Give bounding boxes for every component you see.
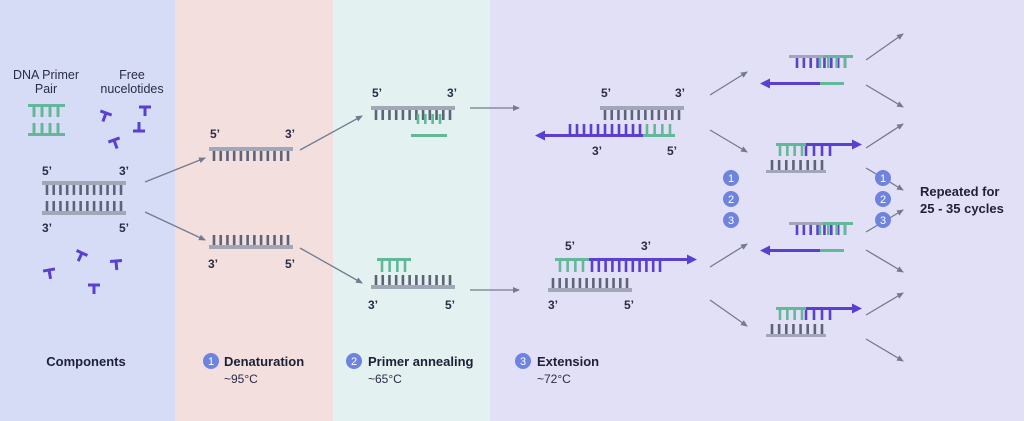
end-5-label: 5’ (565, 239, 575, 253)
repeat-step-2-icon (875, 191, 891, 207)
end-3-label: 3’ (119, 164, 129, 178)
end-5-label: 5’ (285, 257, 295, 271)
flow-arrow-icon (865, 249, 904, 273)
product-strand (766, 139, 862, 173)
nucleotide-icon (133, 122, 145, 133)
step-3-icon (515, 353, 531, 369)
end-3-label: 3’ (208, 257, 218, 271)
end-3-label: 3’ (592, 144, 602, 158)
cycle-step-1-number: 1 (728, 173, 734, 185)
cycle-step-2-number: 2 (728, 194, 734, 206)
components-title: Components (46, 354, 125, 369)
flow-arrow-icon (144, 157, 206, 183)
extended-strand (535, 106, 684, 141)
repeat-text-line2: 25 - 35 cycles (920, 201, 1004, 216)
flow-arrow-icon (865, 33, 904, 61)
extension-temp: ~72°C (537, 372, 571, 386)
flow-arrow-icon (299, 115, 363, 151)
end-5-label: 5’ (42, 164, 52, 178)
single-strand-dna (209, 147, 293, 161)
end-3-label: 3’ (548, 298, 558, 312)
single-strand-dna (209, 235, 293, 249)
end-5-label: 5’ (667, 144, 677, 158)
flow-arrow-icon (865, 292, 904, 316)
double-strand-dna (42, 181, 126, 215)
flow-arrow-icon (709, 71, 748, 96)
end-3-label: 3’ (447, 86, 457, 100)
extension-title: Extension (537, 354, 599, 369)
product-strand (760, 55, 853, 89)
nucleotide-icon (75, 249, 89, 262)
extended-strand (548, 254, 697, 292)
primer-annealing-temp: ~65°C (368, 372, 402, 386)
flow-arrow-icon (865, 84, 904, 108)
annealed-strand (371, 258, 455, 289)
step-1-number: 1 (208, 356, 214, 368)
end-5-label: 5’ (210, 127, 220, 141)
flow-arrow-icon (144, 211, 206, 241)
end-3-label: 3’ (368, 298, 378, 312)
flow-arrow-icon (709, 299, 748, 327)
primer-annealing-panel (333, 0, 490, 421)
denaturation-temp: ~95°C (224, 372, 258, 386)
end-5-label: 5’ (624, 298, 634, 312)
primer-pair-label-line2: Pair (35, 82, 57, 96)
nucleotide-icon (107, 136, 121, 149)
product-strand (760, 222, 853, 256)
primer-pair-label-line1: DNA Primer (13, 68, 79, 82)
repeat-text-line1: Repeated for (920, 184, 999, 199)
primer-annealing-title: Primer annealing (368, 354, 474, 369)
nucleotide-icon (139, 105, 151, 116)
step-2-number: 2 (351, 356, 357, 368)
cycle-step-3-icon (723, 212, 739, 228)
nucleotide-icon (99, 109, 113, 122)
step-3-number: 3 (520, 356, 526, 368)
nucleotide-icon (88, 283, 100, 294)
nucleotides-label-line1: Free (119, 68, 145, 82)
product-strand (766, 303, 862, 337)
repeat-step-1-icon (875, 170, 891, 186)
end-3-label: 3’ (641, 239, 651, 253)
cycle-step-1-icon (723, 170, 739, 186)
end-5-label: 5’ (119, 221, 129, 235)
repeat-step-3-number: 3 (880, 215, 886, 227)
nucleotide-icon (109, 258, 123, 271)
flow-arrow-icon (709, 243, 748, 268)
flow-arrow-icon (865, 338, 904, 362)
end-3-label: 3’ (42, 221, 52, 235)
flow-arrow-icon (865, 123, 904, 149)
nucleotides-label-line2: nucelotides (100, 82, 163, 96)
primer-pair-icon (28, 104, 65, 136)
denaturation-panel (175, 0, 333, 421)
end-5-label: 5’ (372, 86, 382, 100)
end-5-label: 5’ (601, 86, 611, 100)
cycle-step-2-icon (723, 191, 739, 207)
nucleotide-icon (42, 267, 56, 280)
repeat-step-3-icon (875, 212, 891, 228)
annealed-strand (371, 106, 455, 137)
repeat-step-1-number: 1 (880, 173, 886, 185)
extension-panel (490, 0, 1024, 421)
step-2-icon (346, 353, 362, 369)
end-5-label: 5’ (445, 298, 455, 312)
step-1-icon (203, 353, 219, 369)
flow-arrow-icon (709, 129, 748, 153)
repeat-step-2-number: 2 (880, 194, 886, 206)
denaturation-title: Denaturation (224, 354, 304, 369)
flow-arrow-icon (299, 247, 363, 284)
end-3-label: 3’ (675, 86, 685, 100)
cycle-step-3-number: 3 (728, 215, 734, 227)
end-3-label: 3’ (285, 127, 295, 141)
